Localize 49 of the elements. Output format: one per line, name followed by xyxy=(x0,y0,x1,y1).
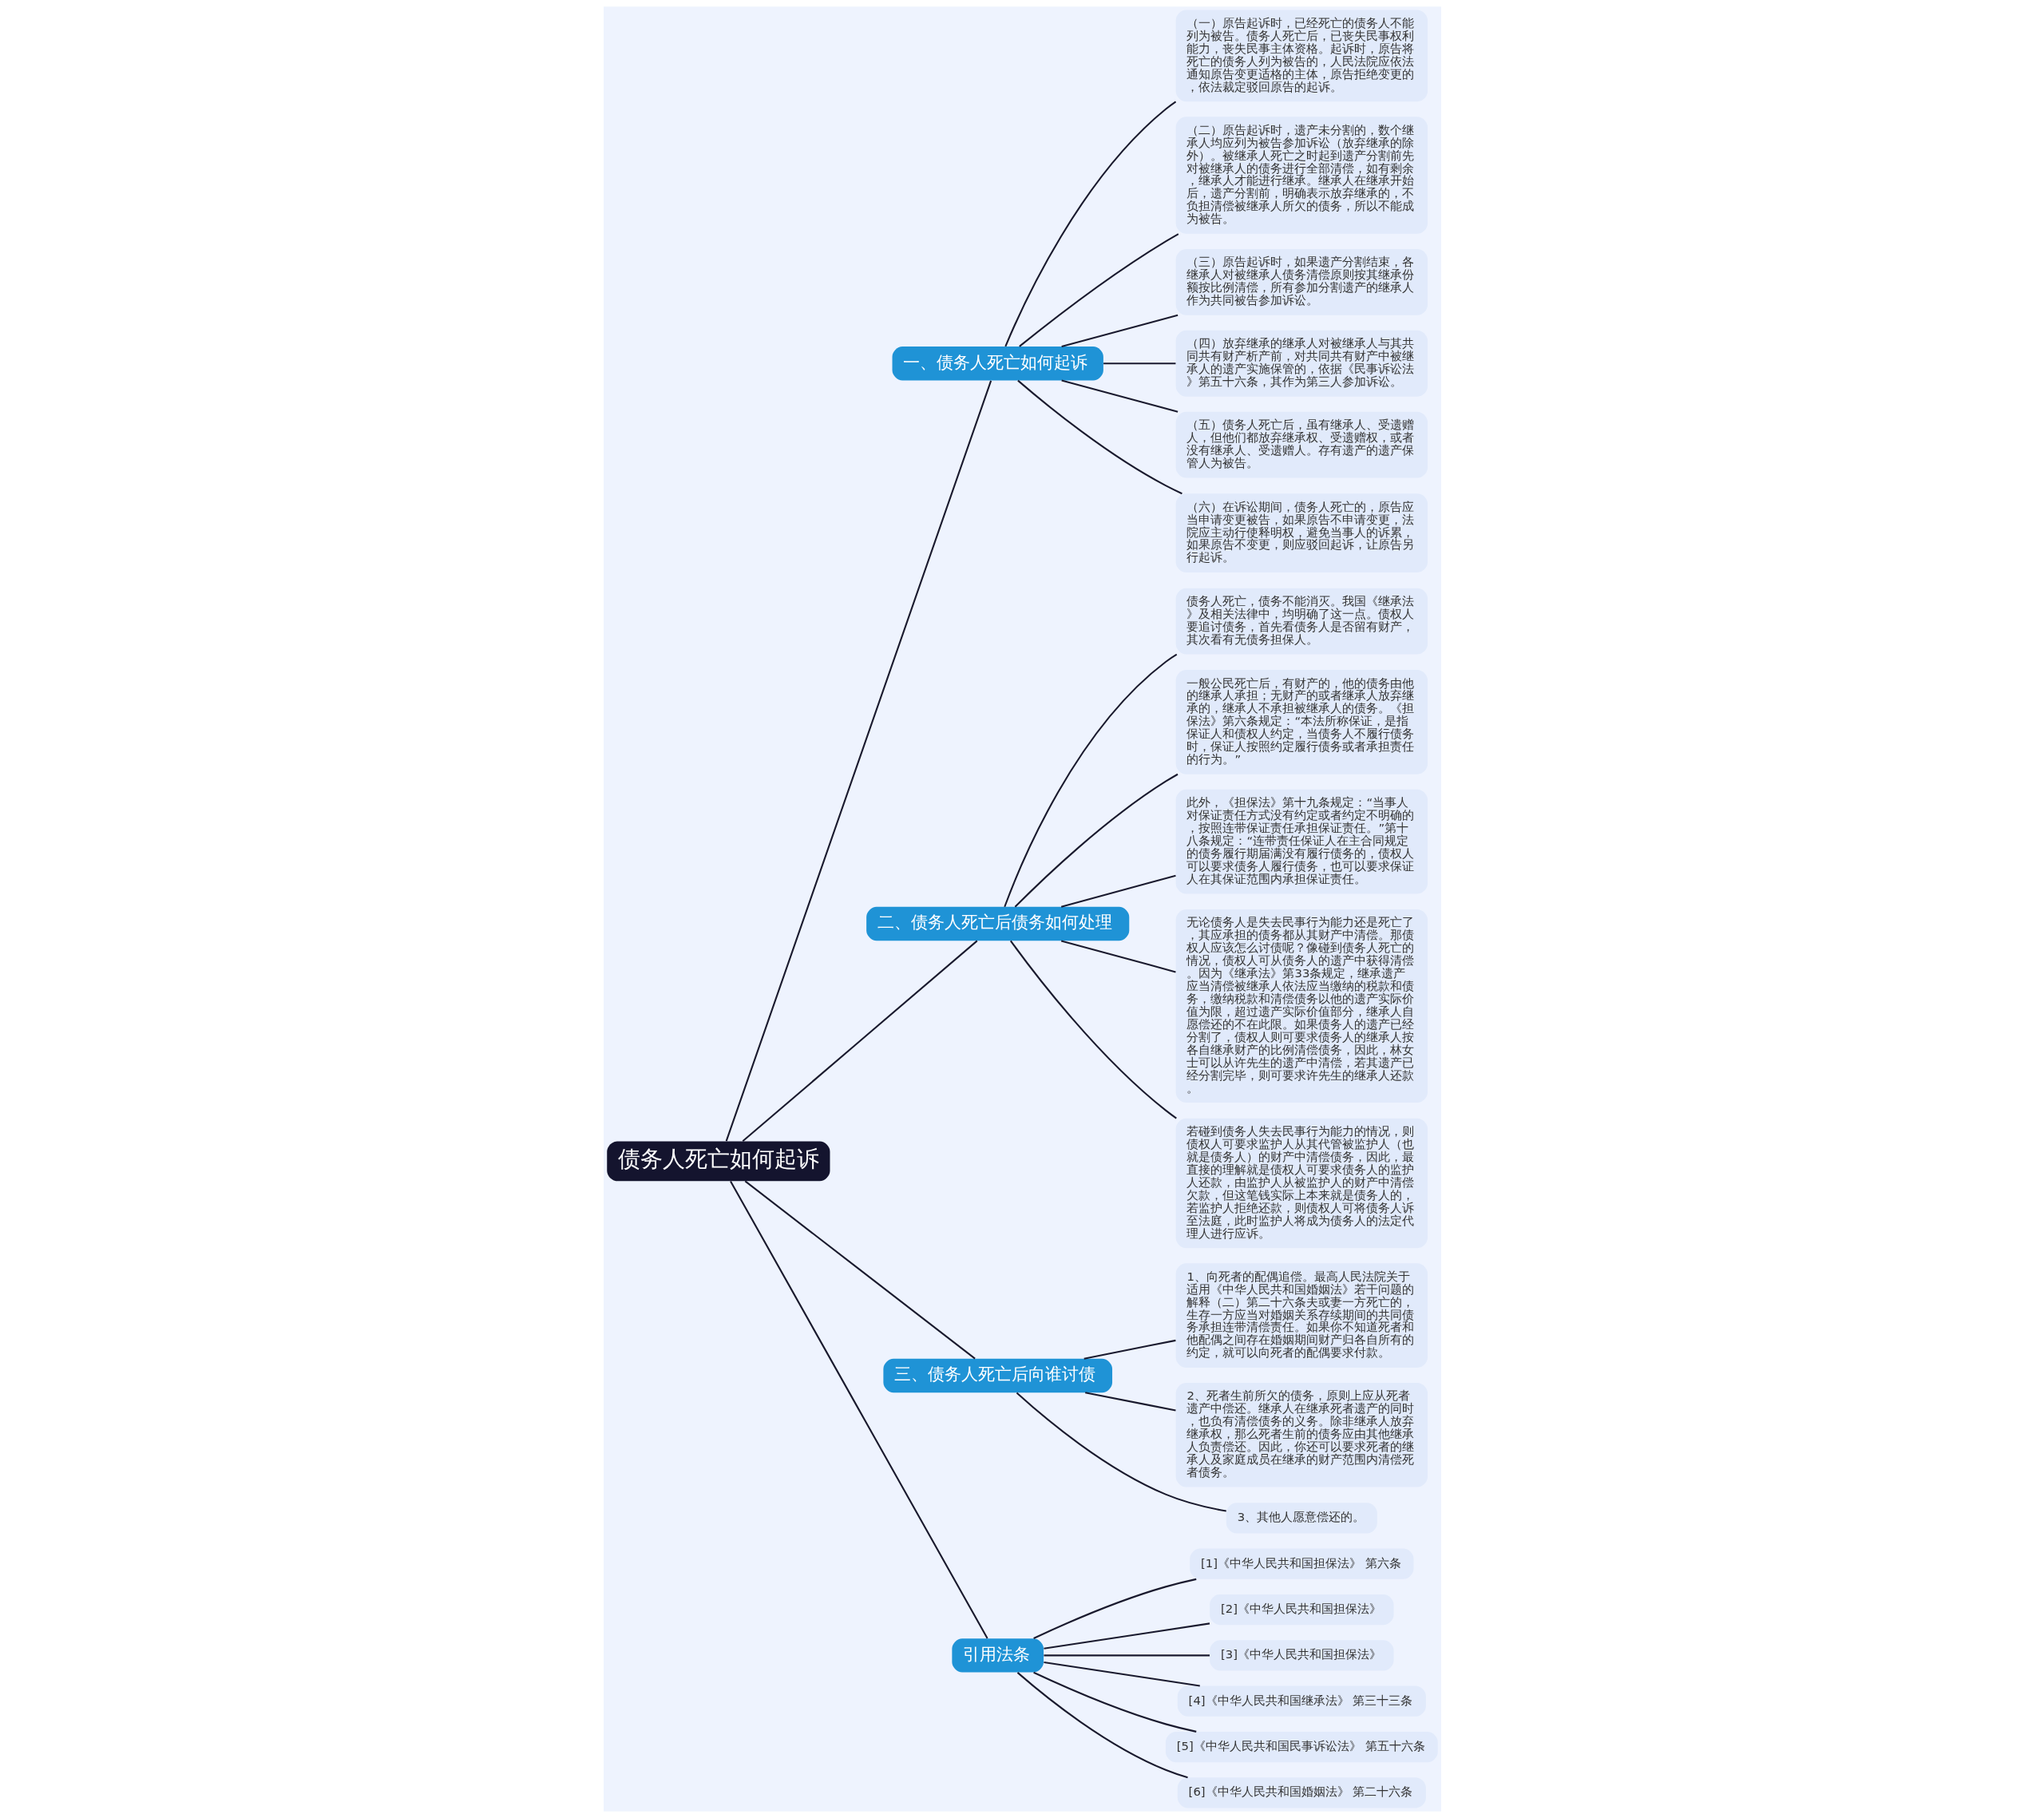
node-box: 3、其他人愿意偿还的。 xyxy=(1226,1503,1377,1534)
connector xyxy=(1003,653,1177,908)
connector xyxy=(1083,1339,1176,1360)
connector xyxy=(1016,1392,1226,1512)
node-box: 引用法条 xyxy=(951,1638,1044,1673)
connector xyxy=(1016,1672,1188,1779)
connector xyxy=(1043,1661,1200,1687)
connector xyxy=(1060,379,1178,413)
connector xyxy=(1060,314,1178,348)
node-box: 此外，《担保法》第十九条规定：“当事人对保证责任方式没有约定或者约定不明确的，按照连带保证责任承担保证责任。”第十八条规定：“连带责任保证人在主合同规定的债务履行期届满没有履行债务的，债权人可以要求债务人履行债务，也可以要求保证人在其保证范围内承担保证责任。 xyxy=(1175,789,1428,894)
connector xyxy=(1018,233,1178,347)
connector xyxy=(1032,1578,1196,1639)
node-box: [3]《中华人民共和国担保法》 xyxy=(1209,1640,1394,1671)
connector xyxy=(725,380,992,1142)
node-box: 2、死者生前所欠的债务，原则上应从死者遗产中偿还。继承人在继承死者遗产的同时，也负有清偿债务的义务。除非继承人放弃继承权，那么死者生前的债务应由其他继承人负责偿还。因此，你还可以要求死者的继承人及家庭成员在继承的财产范围内清偿死者债务。 xyxy=(1175,1383,1428,1487)
node-box: 无论债务人是失去民事行为能力还是死亡了，其应承担的债务都从其财产中清偿。那债权人应该怎么讨债呢？像碰到债务人死亡的情况，债权人可从债务人的遗产中获得清偿。因为《继承法》第33条规定，继承遗产应当清偿被继承人依法应当缴纳的税款和债务，缴纳税款和清偿债务以他的遗产实际价值为限，超过遗产实际价值部分，继承人自愿偿还的不在此限。如果债务人的遗产已经分割了，债权人则可要求债务人的继承人按各自继承财产的比例清偿债务，因此，林女士可以从许先生的遗产中清偿，若其遗产已经分割完毕，则可要求许先生的继承人还款。 xyxy=(1175,909,1428,1103)
connector xyxy=(729,1180,988,1639)
node-box: [5]《中华人民共和国民事诉讼法》 第五十六条 xyxy=(1165,1731,1438,1763)
node-box: （六）在诉讼期间，债务人死亡的，原告应当申请变更被告，如果原告不申请变更，法院应主动行使释明权，避免当事人的诉累，如果原告不变更，则应驳回起诉，让原告另行起诉。 xyxy=(1175,493,1428,572)
connector xyxy=(1060,874,1176,908)
node-box: [2]《中华人民共和国担保法》 xyxy=(1209,1594,1394,1626)
connector xyxy=(1004,101,1176,347)
node-box: 三、债务人死亡后向谁讨债 xyxy=(882,1358,1112,1393)
node-box: 1、向死者的配偶追偿。最高人民法院关于适用《中华人民共和国婚姻法》若干问题的解释（二）第二十六条夫或妻一方死亡的，生存一方应当对婚姻关系存续期间的共同债务承担连带清偿责任。如果你不知道死者和他配偶之间存在婚姻期间财产归各自所有的约定，就可以向死者的配偶要求付款。 xyxy=(1175,1263,1428,1368)
connector xyxy=(1016,379,1182,495)
node-box: （四）放弃继承的继承人对被继承人与其共同共有财产析产前，对共同共有财产中被继承人的遗产实施保管的，依据《民事诉讼法》第五十六条，其作为第三人参加诉讼。 xyxy=(1175,330,1428,397)
node-box: （三）原告起诉时，如果遗产分割结束，各继承人对被继承人债务清偿原则按其继承份额按比例清偿，所有参加分割遗产的继承人作为共同被告参加诉讼。 xyxy=(1175,248,1428,315)
connector xyxy=(1009,940,1177,1119)
node-box: 二、债务人死亡后债务如何处理 xyxy=(866,906,1129,941)
connector xyxy=(1032,1671,1196,1733)
connector xyxy=(1103,362,1175,365)
node-box: [4]《中华人民共和国继承法》 第三十三条 xyxy=(1177,1685,1426,1717)
node-box: 若碰到债务人失去民事行为能力的情况，则债权人可要求监护人从其代管被监护人（也就是债务人）的财产中清偿债务，因此，最直接的理解就是债权人可要求债务人的监护人还款，由监护人从被监护人的财产中清偿欠款，但这笔钱实际上本来就是债务人的，若监护人拒绝还款，则债权人可将债务人诉至法庭，此时监护人将成为债务人的法定代理人进行应诉。 xyxy=(1175,1118,1428,1249)
connector xyxy=(1014,773,1178,908)
connector xyxy=(1084,1392,1176,1412)
connector xyxy=(1043,1622,1210,1650)
node-box: [6]《中华人民共和国婚姻法》 第二十六条 xyxy=(1177,1777,1426,1808)
node-box: 债务人死亡如何起诉 xyxy=(606,1141,830,1182)
node-box: 一、债务人死亡如何起诉 xyxy=(892,347,1103,381)
node-box: （二）原告起诉时，遗产未分割的，数个继承人均应列为被告参加诉讼（放弃继承的除外）。被继承人死亡之时起到遗产分割前先对被继承人的债务进行全部清偿，如有剩余，继承人才能进行继承。继承人在继承开始后，遗产分割前，明确表示放弃继承的，不负担清偿被继承人所欠的债务，所以不能成为被告。 xyxy=(1175,117,1428,234)
node-box: [1]《中华人民共和国担保法》 第六条 xyxy=(1189,1548,1413,1579)
connector xyxy=(1043,1654,1210,1657)
node-box: （五）债务人死亡后，虽有继承人、受遗赠人，但他们都放弃继承权、受遗赠权，或者没有继承人、受遗赠人。存有遗产的遗产保管人为被告。 xyxy=(1175,411,1428,478)
node-box: （一）原告起诉时，已经死亡的债务人不能列为被告。债务人死亡后，已丧失民事权利能力，丧失民事主体资格。起诉时，原告将死亡的债务人列为被告的，人民法院应依法通知原告变更适格的主体，原告拒绝变更的，依法裁定驳回原告的起诉。 xyxy=(1175,10,1428,102)
node-box: 债务人死亡，债务不能消灭。我国《继承法》及相关法律中，均明确了这一点。债权人要追讨债务，首先看债务人是否留有财产，其次看有无债务担保人。 xyxy=(1175,588,1428,655)
connector xyxy=(742,940,977,1143)
connector xyxy=(744,1180,976,1360)
node-box: 一般公民死亡后，有财产的，他的债务由他的继承人承担；无财产的或者继承人放弃继承的，继承人不承担被继承人的债务。《担保法》第六条规定：“本法所称保证，是指保证人和债权人约定，当债务人不履行债务时，保证人按照约定履行债务或者承担责任的行为。” xyxy=(1175,670,1428,774)
connector xyxy=(1060,940,1176,973)
